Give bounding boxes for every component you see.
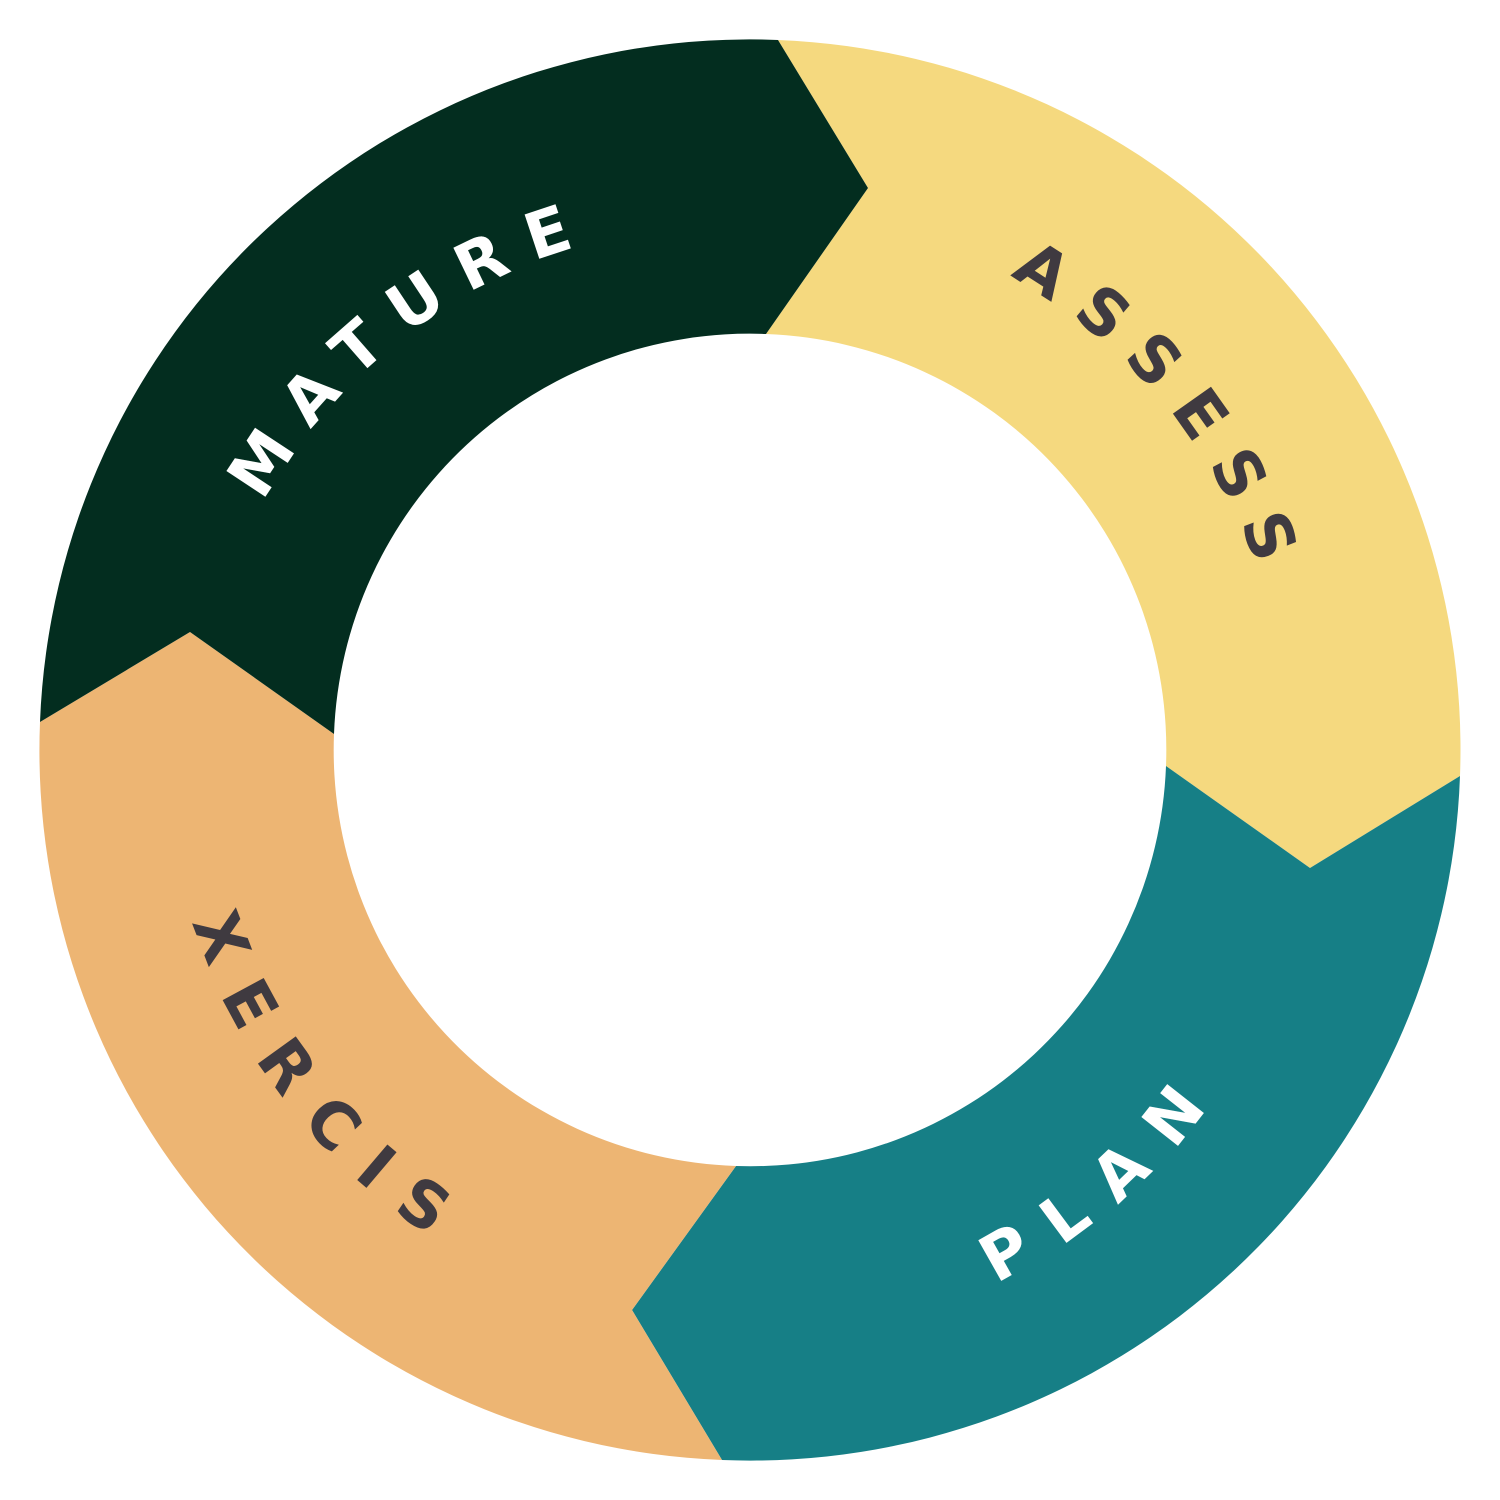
ring-segments: [39, 39, 1461, 1461]
segment-mature: [40, 39, 868, 734]
segment-exercise: [39, 632, 737, 1460]
segment-assess: [766, 40, 1461, 868]
segment-plan: [632, 766, 1460, 1461]
